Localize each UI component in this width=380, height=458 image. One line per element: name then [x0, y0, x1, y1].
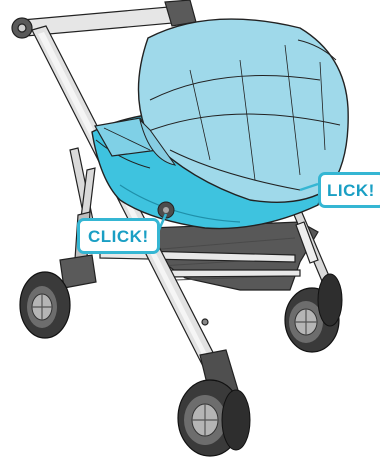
front-left-wheel — [20, 272, 70, 338]
click-callout-left: CLICK! — [77, 218, 160, 254]
click-callout-right: LICK! — [318, 172, 380, 208]
front-right-wheel — [178, 380, 250, 456]
rear-right-inner-wheel — [318, 274, 342, 326]
